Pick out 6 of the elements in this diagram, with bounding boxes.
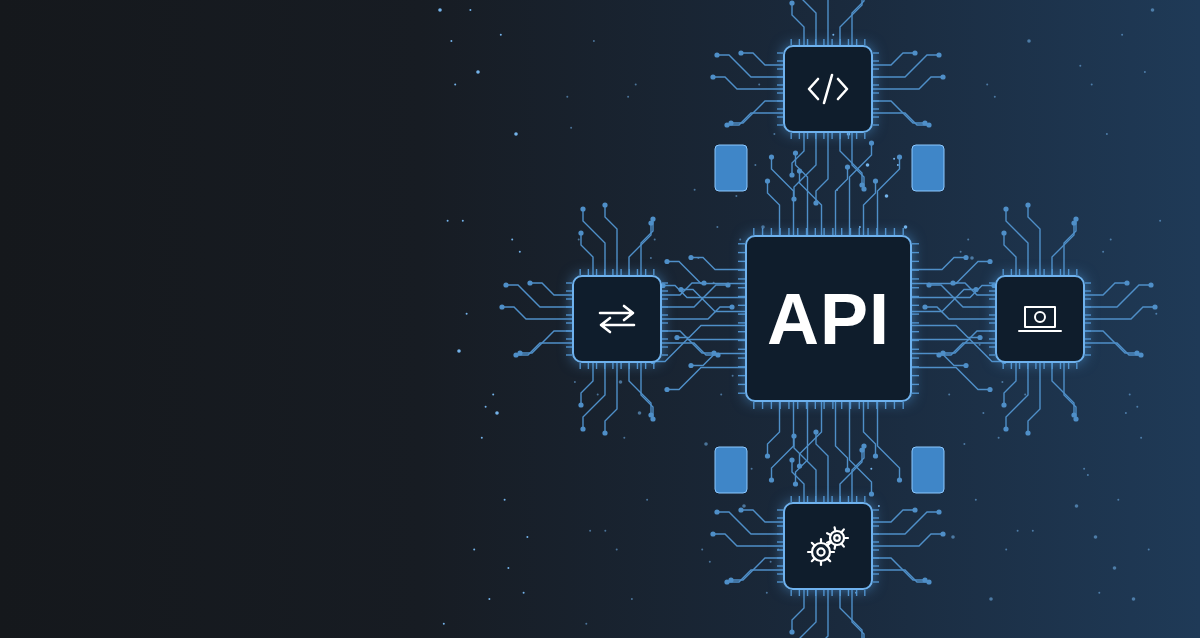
microchip-box [783, 502, 873, 590]
microchip-box [783, 45, 873, 133]
microchip-box [995, 275, 1085, 363]
api-chip [745, 235, 912, 402]
microchip-box [572, 275, 662, 363]
chip-label: API [767, 277, 890, 360]
